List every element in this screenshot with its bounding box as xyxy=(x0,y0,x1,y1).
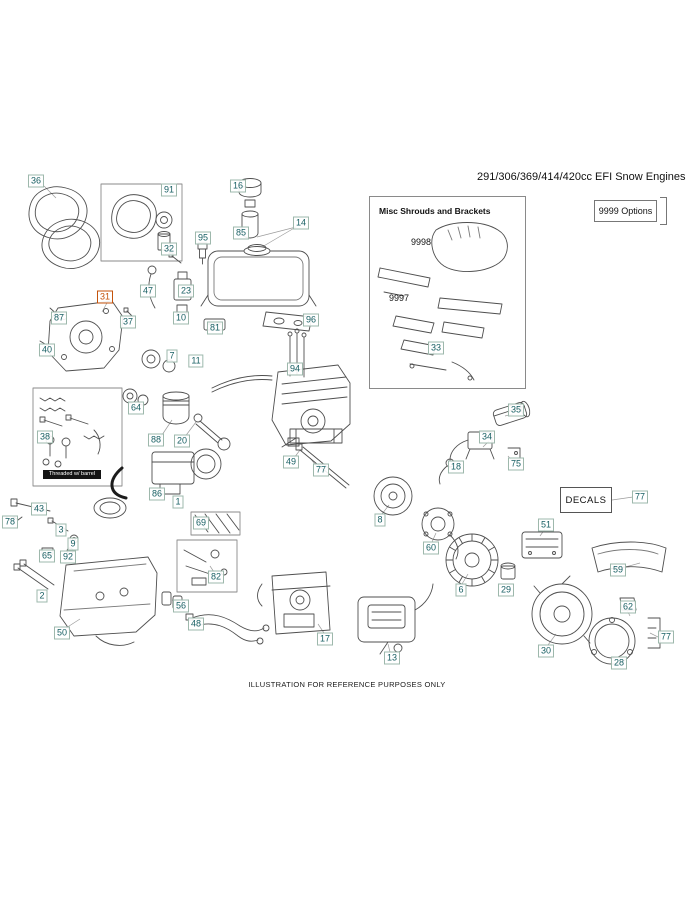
callout-33[interactable]: 33 xyxy=(427,341,445,355)
callout-34[interactable]: 34 xyxy=(478,430,496,444)
callout-60[interactable]: 60 xyxy=(422,541,440,555)
callout-77[interactable]: 77 xyxy=(312,463,330,477)
callout-48[interactable]: 48 xyxy=(187,617,205,631)
misc-box-title: Misc Shrouds and Brackets xyxy=(379,206,491,216)
callout-16[interactable]: 16 xyxy=(229,179,247,193)
callout-35[interactable]: 35 xyxy=(507,403,525,417)
callout-3[interactable]: 3 xyxy=(55,523,67,537)
callout-6[interactable]: 6 xyxy=(455,583,467,597)
callout-7[interactable]: 7 xyxy=(166,349,178,363)
callout-91[interactable]: 91 xyxy=(160,183,178,197)
callout-17[interactable]: 17 xyxy=(316,632,334,646)
callout-18[interactable]: 18 xyxy=(447,460,465,474)
callout-77[interactable]: 77 xyxy=(631,490,649,504)
callout-94[interactable]: 94 xyxy=(286,362,304,376)
part-number-9997[interactable]: 9997 xyxy=(388,293,410,303)
options-bracket xyxy=(660,197,667,225)
callout-56[interactable]: 56 xyxy=(172,599,190,613)
callout-20[interactable]: 20 xyxy=(173,434,191,448)
callout-69[interactable]: 69 xyxy=(192,516,210,530)
inset-note: Threaded w/ barrel xyxy=(43,470,101,479)
callout-23[interactable]: 23 xyxy=(177,284,195,298)
callout-86[interactable]: 86 xyxy=(148,487,166,501)
reference-note: ILLUSTRATION FOR REFERENCE PURPOSES ONLY xyxy=(248,680,446,689)
callout-38[interactable]: 38 xyxy=(36,430,54,444)
part-number-9998[interactable]: 9998 xyxy=(410,237,432,247)
callout-65[interactable]: 65 xyxy=(38,549,56,563)
callout-29[interactable]: 29 xyxy=(497,583,515,597)
callout-30[interactable]: 30 xyxy=(537,644,555,658)
callout-59[interactable]: 59 xyxy=(609,563,627,577)
callout-77[interactable]: 77 xyxy=(657,630,675,644)
callout-32[interactable]: 32 xyxy=(160,242,178,256)
callout-1[interactable]: 1 xyxy=(172,495,184,509)
callout-11[interactable]: 11 xyxy=(188,354,204,368)
callout-81[interactable]: 81 xyxy=(206,321,224,335)
callout-14[interactable]: 14 xyxy=(292,216,310,230)
callout-96[interactable]: 96 xyxy=(302,313,320,327)
callout-36[interactable]: 36 xyxy=(27,174,45,188)
callout-37[interactable]: 37 xyxy=(119,315,137,329)
callout-64[interactable]: 64 xyxy=(127,401,145,415)
callout-2[interactable]: 2 xyxy=(36,589,48,603)
decals-label: DECALS xyxy=(565,494,607,506)
callout-92[interactable]: 92 xyxy=(59,550,77,564)
callout-78[interactable]: 78 xyxy=(1,515,19,529)
callout-47[interactable]: 47 xyxy=(139,284,157,298)
callout-49[interactable]: 49 xyxy=(282,455,300,469)
decals-box[interactable]: DECALS xyxy=(560,487,612,513)
callout-85[interactable]: 85 xyxy=(232,226,250,240)
callout-40[interactable]: 40 xyxy=(38,343,56,357)
options-box[interactable]: 9999 Options xyxy=(594,200,657,222)
page-title: 291/306/369/414/420cc EFI Snow Engines xyxy=(477,171,686,183)
callout-43[interactable]: 43 xyxy=(30,502,48,516)
callout-75[interactable]: 75 xyxy=(507,457,525,471)
callout-10[interactable]: 10 xyxy=(172,311,190,325)
callout-28[interactable]: 28 xyxy=(610,656,628,670)
callout-8[interactable]: 8 xyxy=(374,513,386,527)
callout-87[interactable]: 87 xyxy=(50,311,68,325)
callout-82[interactable]: 82 xyxy=(207,570,225,584)
callout-88[interactable]: 88 xyxy=(147,433,165,447)
callout-13[interactable]: 13 xyxy=(383,651,401,665)
callout-50[interactable]: 50 xyxy=(53,626,71,640)
callout-9[interactable]: 9 xyxy=(67,537,79,551)
misc-shrouds-box: Misc Shrouds and Brackets xyxy=(369,196,526,389)
callout-62[interactable]: 62 xyxy=(619,600,637,614)
options-label: 9999 Options xyxy=(598,206,653,216)
callout-95[interactable]: 95 xyxy=(194,231,212,245)
callout-31[interactable]: 31 xyxy=(96,290,114,304)
callout-51[interactable]: 51 xyxy=(537,518,555,532)
